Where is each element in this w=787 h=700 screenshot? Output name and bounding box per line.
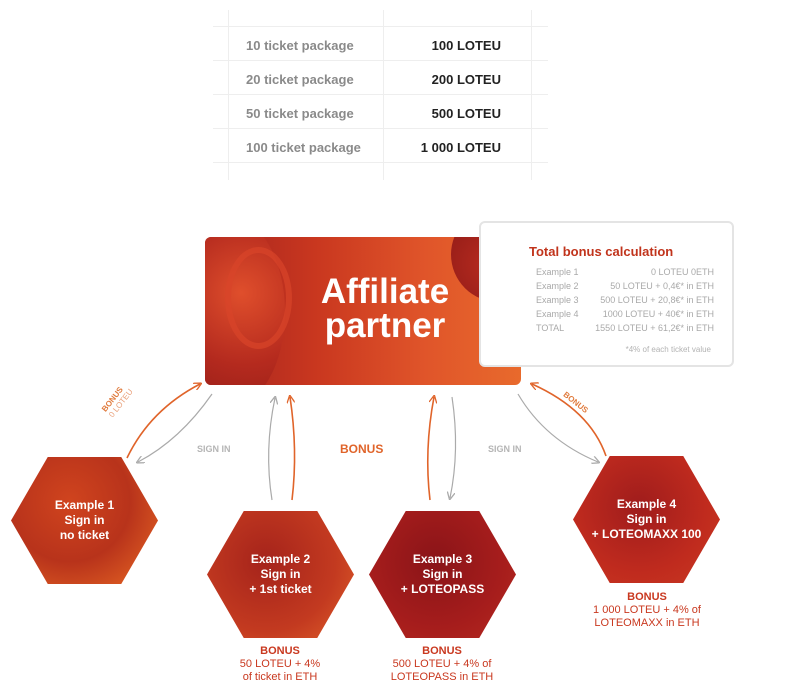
example-line: Sign in <box>422 567 463 581</box>
example-line: + LOTEOPASS <box>400 582 485 596</box>
bonus-arrow <box>532 384 607 457</box>
bonus-caption-head: BONUS <box>422 645 462 657</box>
example-title: Example 2 <box>250 552 311 566</box>
table-divider <box>213 26 548 27</box>
calc-title: Total bonus calculation <box>529 244 674 259</box>
package-label: 100 ticket package <box>246 140 361 155</box>
example-line: + LOTEOMAXX 100 <box>591 527 702 541</box>
example-line: Sign in <box>626 512 667 526</box>
table-row: 100 ticket package 1 000 LOTEU <box>213 131 548 165</box>
package-label: 50 ticket package <box>246 106 354 121</box>
package-value: 100 LOTEU <box>431 38 501 53</box>
bonus-caption-example-4: BONUS 1 000 LOTEU + 4% of LOTEOMAXX in E… <box>577 591 717 630</box>
table-divider <box>213 162 548 163</box>
sign-in-label-left: SIGN IN <box>197 444 231 454</box>
example-line: Sign in <box>64 513 105 527</box>
table-row: 50 ticket package 500 LOTEU <box>213 97 548 131</box>
bonus-caption-head: BONUS <box>260 645 300 657</box>
table-row: 10 ticket package 100 LOTEU <box>213 29 548 63</box>
decorative-shape <box>225 247 292 349</box>
sign-in-label-right: SIGN IN <box>488 444 522 454</box>
bonus-caption-line: LOTEOPASS in ETH <box>390 671 494 683</box>
bonus-caption-example-2: BONUS 50 LOTEU + 4% of ticket in ETH <box>215 645 345 684</box>
bonus-caption-line: of ticket in ETH <box>242 671 318 683</box>
table-divider <box>213 60 548 61</box>
example-2-hexagon: Example 2 Sign in + 1st ticket <box>207 511 354 638</box>
calc-row-label: Example 3 <box>536 295 579 305</box>
bonus-caption-line: 50 LOTEU + 4% <box>239 658 321 670</box>
affiliate-title-line1: Affiliate <box>320 272 450 311</box>
table-divider <box>213 94 548 95</box>
bonus-arrow <box>426 397 434 501</box>
calc-row-value: 500 LOTEU + 20,8€* in ETH <box>600 295 714 305</box>
table-row: 20 ticket package 200 LOTEU <box>213 63 548 97</box>
bonus-caption-line: 1 000 LOTEU + 4% of <box>593 604 701 616</box>
package-label: 20 ticket package <box>246 72 354 87</box>
calc-row-value: 1000 LOTEU + 40€* in ETH <box>602 309 714 319</box>
package-label: 10 ticket package <box>246 38 354 53</box>
calc-row-value: 50 LOTEU + 0,4€* in ETH <box>610 281 714 291</box>
calc-row-label: Example 4 <box>536 309 579 319</box>
example-line: + 1st ticket <box>249 582 312 596</box>
sign-in-arrow <box>138 393 213 462</box>
affiliate-title-line2: partner <box>324 306 446 345</box>
ticket-package-table: 10 ticket package 100 LOTEU 20 ticket pa… <box>213 10 548 180</box>
package-value: 1 000 LOTEU <box>420 140 501 155</box>
bonus-arrow <box>290 397 296 501</box>
bonus-caption-line: 500 LOTEU + 4% of <box>392 658 492 670</box>
example-line: no ticket <box>59 528 110 542</box>
bonus-caption-line: LOTEOMAXX in ETH <box>594 617 700 629</box>
example-line: Sign in <box>260 567 301 581</box>
table-divider <box>383 10 384 180</box>
calc-row-label: Example 1 <box>536 267 579 277</box>
example-title: Example 1 <box>54 498 115 512</box>
bonus-calculation-card: Total bonus calculation Example 1 0 LOTE… <box>479 221 734 367</box>
calc-row-value: 1550 LOTEU + 61,2€* in ETH <box>595 323 714 333</box>
package-value: 500 LOTEU <box>431 106 501 121</box>
example-title: Example 4 <box>616 497 677 511</box>
bonus-arrow <box>126 384 200 459</box>
bonus-caption-example-3: BONUS 500 LOTEU + 4% of LOTEOPASS in ETH <box>377 645 507 684</box>
calc-row-label: Example 2 <box>536 281 579 291</box>
affiliate-title: Affiliate partner <box>280 272 490 345</box>
calc-footnote: *4% of each ticket value <box>625 345 711 354</box>
affiliate-partner-box: Affiliate partner <box>205 237 521 385</box>
bonus-label-center: BONUS <box>340 442 384 456</box>
example-title: Example 3 <box>412 552 473 566</box>
sign-in-arrow <box>268 398 275 501</box>
example-3-hexagon: Example 3 Sign in + LOTEOPASS <box>369 511 516 638</box>
sign-in-arrow <box>450 396 457 498</box>
sign-in-arrow <box>517 393 598 462</box>
bonus-caption-head: BONUS <box>627 591 667 603</box>
table-divider <box>228 10 229 180</box>
package-value: 200 LOTEU <box>431 72 501 87</box>
calc-row-value: 0 LOTEU 0ETH <box>650 267 714 277</box>
table-divider <box>531 10 532 180</box>
calc-row-label: TOTAL <box>536 323 565 333</box>
table-divider <box>213 128 548 129</box>
